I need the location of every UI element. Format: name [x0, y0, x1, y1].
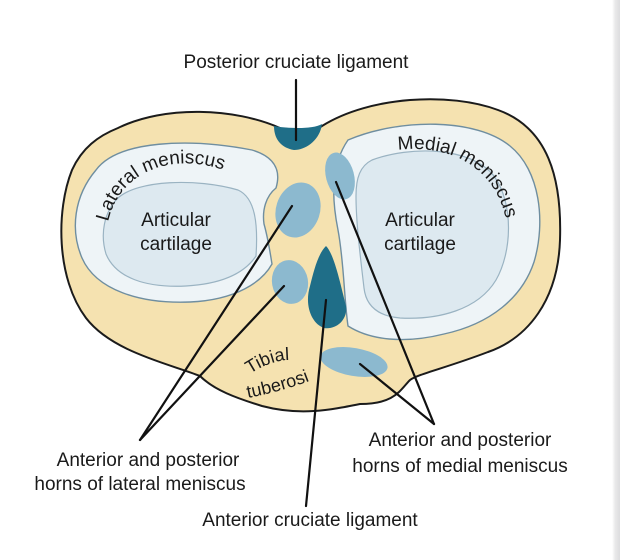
- lateral-meniscus-anterior-horn: [271, 260, 309, 304]
- label-articular-cartilage-lateral-2: cartilage: [140, 234, 212, 255]
- leader-medial-horn-posterior: [334, 180, 436, 426]
- leader-lateral-horn-posterior: [138, 204, 294, 442]
- label-articular-cartilage-medial-2: cartilage: [384, 234, 456, 255]
- leader-anterior-cruciate: [304, 298, 328, 508]
- label-lateral-horns-1: Anterior and posterior: [57, 450, 240, 471]
- medial-articular-cartilage: [355, 150, 509, 319]
- label-medial-horns-2: horns of medial meniscus: [352, 456, 567, 477]
- leader-medial-horn-anterior: [358, 362, 436, 426]
- lateral-articular-cartilage: [102, 181, 258, 287]
- label-posterior-cruciate-ligament: Posterior cruciate ligament: [184, 52, 410, 73]
- medial-meniscus-anterior-horn: [320, 347, 388, 377]
- leader-lateral-horn-anterior: [138, 284, 286, 442]
- label-lateral-horns-2: horns of lateral meniscus: [34, 474, 245, 495]
- label-medial-horns-1: Anterior and posterior: [369, 430, 552, 451]
- posterior-cruciate-ligament-insertion: [274, 124, 322, 150]
- page-edge-shadow: [612, 0, 620, 560]
- label-articular-cartilage-medial-1: Articular: [385, 210, 455, 231]
- lateral-meniscus-posterior-horn: [275, 182, 321, 238]
- label-anterior-cruciate-ligament: Anterior cruciate ligament: [202, 510, 418, 531]
- medial-meniscus-posterior-horn: [325, 152, 355, 200]
- anterior-cruciate-ligament-insertion: [307, 246, 347, 329]
- label-articular-cartilage-lateral-1: Articular: [141, 210, 211, 231]
